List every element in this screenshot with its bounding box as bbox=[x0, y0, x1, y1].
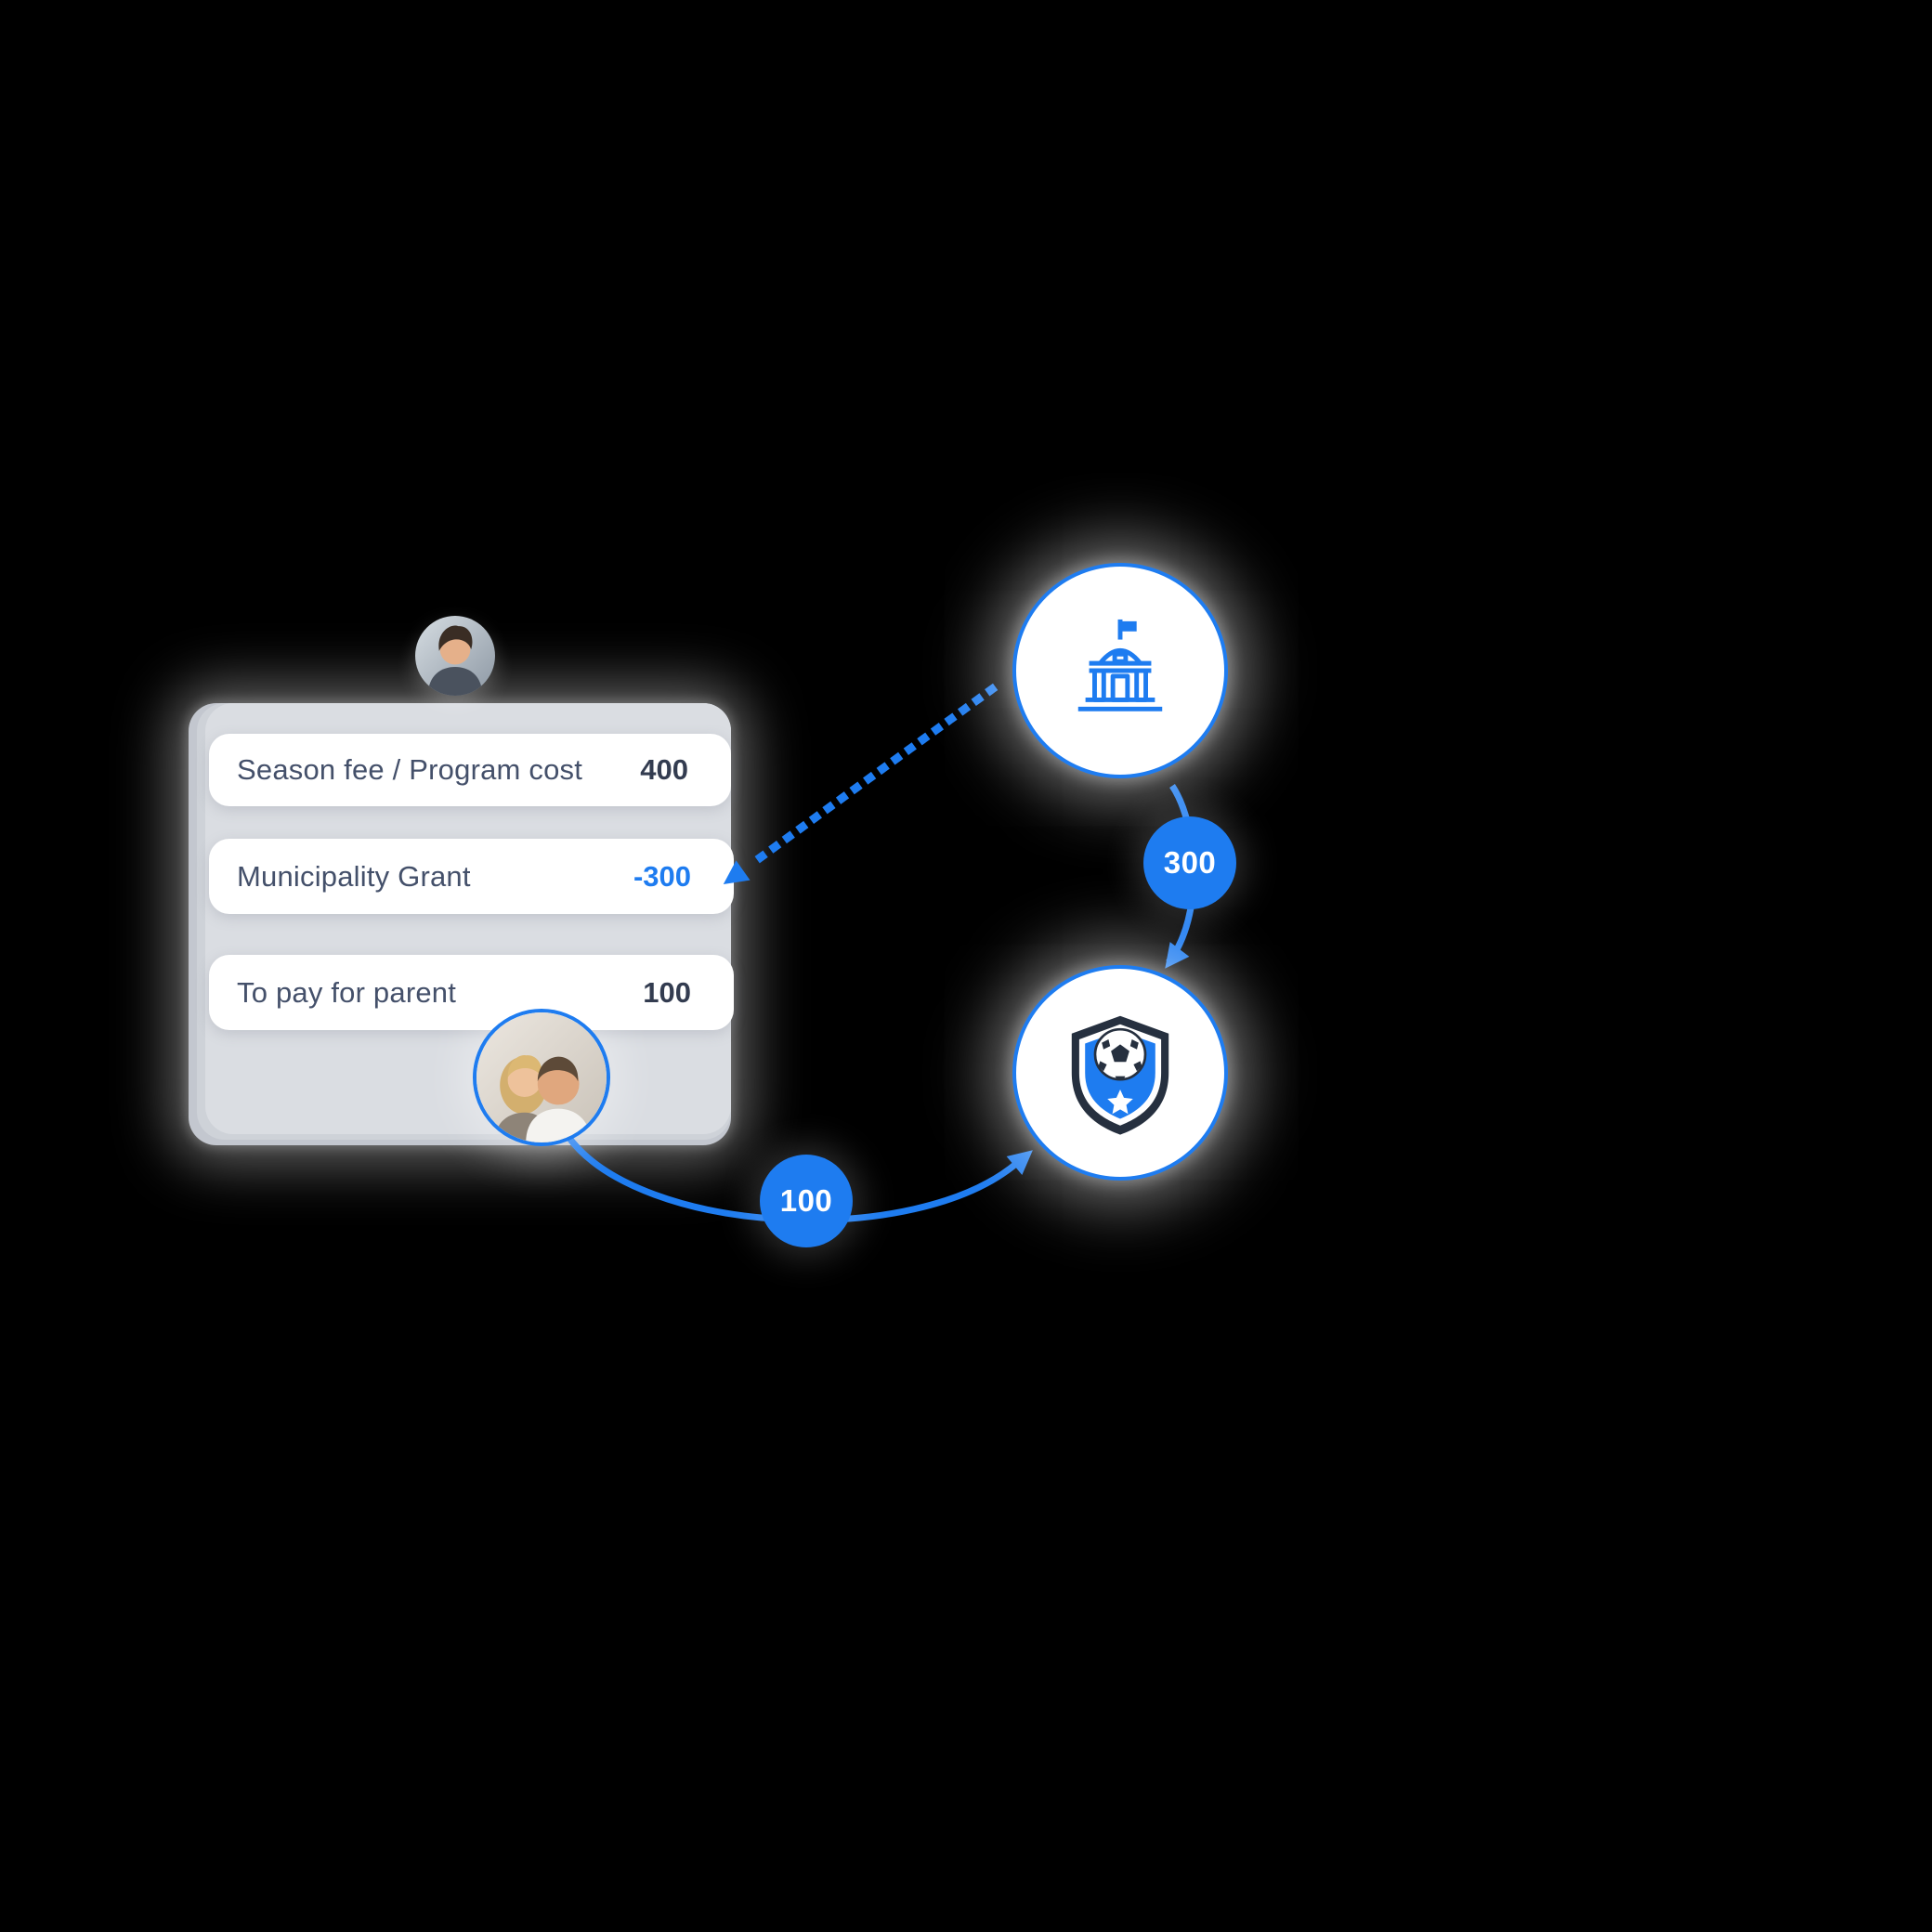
municipality-grant-label: Municipality Grant bbox=[237, 859, 471, 893]
grant-amount-text: 300 bbox=[1163, 845, 1217, 880]
government-building-icon bbox=[1077, 619, 1163, 711]
to-pay-value: 100 bbox=[643, 975, 691, 1009]
parent-amount-text: 100 bbox=[779, 1183, 833, 1218]
municipality-grant-row: Municipality Grant -300 bbox=[209, 839, 734, 914]
season-fee-value: 400 bbox=[640, 753, 688, 786]
teen-avatar bbox=[415, 616, 495, 696]
municipality-grant-value: -300 bbox=[633, 859, 691, 893]
teen-avatar-photo bbox=[415, 616, 495, 696]
season-fee-row: Season fee / Program cost 400 bbox=[209, 734, 731, 806]
parents-avatar-photo bbox=[476, 1012, 607, 1142]
to-pay-label: To pay for parent bbox=[237, 975, 457, 1009]
parents-avatar bbox=[473, 1009, 610, 1146]
grant-amount-badge: 300 bbox=[1143, 816, 1236, 909]
soccer-club-crest-icon bbox=[1071, 1015, 1169, 1135]
parent-amount-badge: 100 bbox=[760, 1155, 853, 1247]
municipality-to-club-arrowhead-icon bbox=[1165, 942, 1190, 969]
to-pay-row: To pay for parent 100 bbox=[209, 955, 734, 1030]
club-node bbox=[1012, 965, 1228, 1181]
grant-dotted-arrow bbox=[748, 683, 999, 868]
parent-to-club-arrowhead-icon bbox=[1006, 1150, 1033, 1175]
season-fee-label: Season fee / Program cost bbox=[237, 753, 583, 786]
municipality-node bbox=[1012, 563, 1228, 778]
